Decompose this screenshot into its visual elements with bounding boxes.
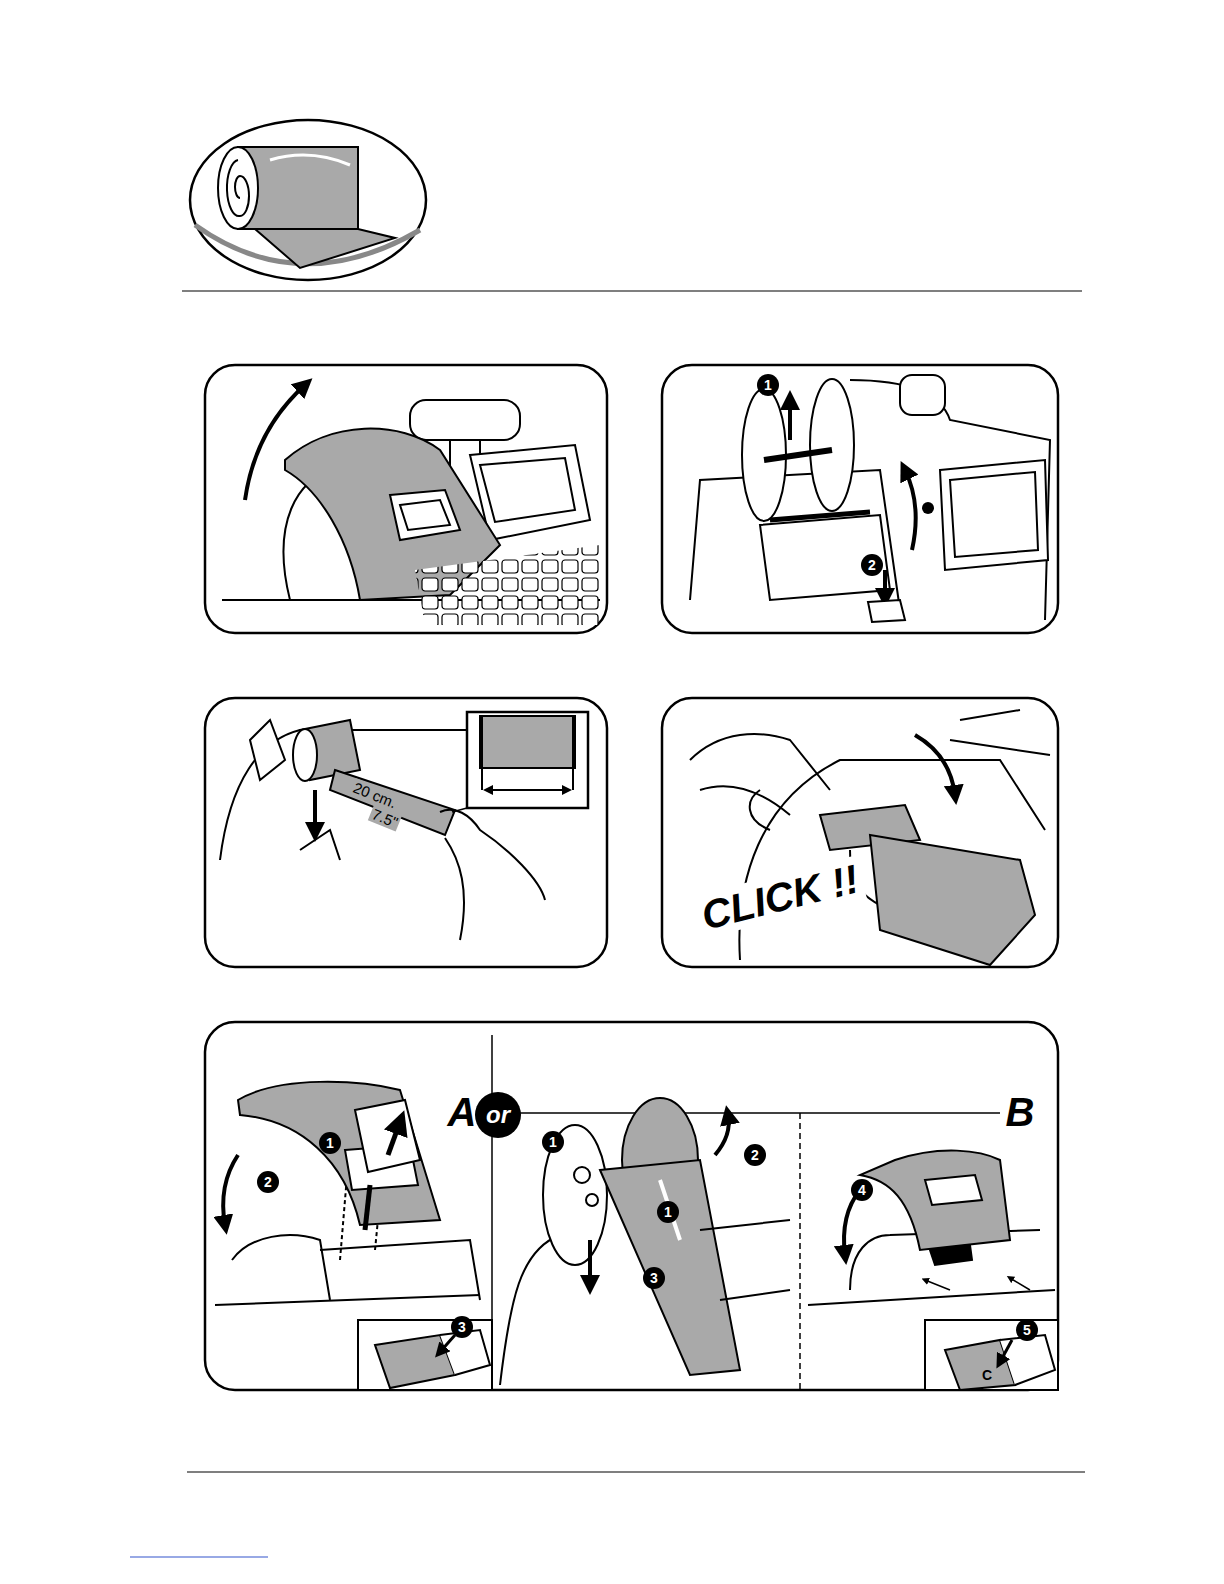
callout-number: 1 (757, 374, 779, 396)
step-panel (205, 698, 607, 967)
sound-label: CLICK !! (693, 855, 867, 938)
option-letter: B (1002, 1092, 1039, 1132)
paper-roll-icon (190, 120, 426, 280)
rule (187, 1471, 1085, 1472)
artwork (130, 120, 1085, 1557)
callout-number: 3 (643, 1267, 665, 1289)
callout-number: 1 (657, 1201, 679, 1223)
callout-number: 5 (1016, 1319, 1038, 1341)
open-cover-drawing (222, 385, 600, 625)
option-b-drawing (808, 1151, 1058, 1390)
callout-number: 2 (744, 1144, 766, 1166)
callout-number: 1 (319, 1132, 341, 1154)
callout-number: 3 (451, 1316, 473, 1338)
step-panel (662, 365, 1058, 633)
insert-roll-drawing (220, 712, 588, 940)
step-panel (662, 698, 1058, 967)
callout-number: 4 (851, 1179, 873, 1201)
divider (799, 1113, 801, 1390)
step-panel (205, 1022, 1058, 1390)
close-printer-drawing (690, 710, 1050, 965)
callout-number: 2 (257, 1171, 279, 1193)
callout-number: 2 (861, 554, 883, 576)
key-label: C (980, 1368, 994, 1382)
link-underline (130, 1556, 268, 1557)
divider (492, 1112, 1000, 1114)
take-up-spool-drawing (500, 1098, 790, 1385)
rule (182, 290, 1082, 291)
option-a-drawing (215, 1082, 492, 1390)
option-separator: or (475, 1092, 521, 1138)
step-panel (205, 365, 607, 633)
printer-open-drawing (690, 375, 1050, 622)
callout-number: 1 (542, 1131, 564, 1153)
